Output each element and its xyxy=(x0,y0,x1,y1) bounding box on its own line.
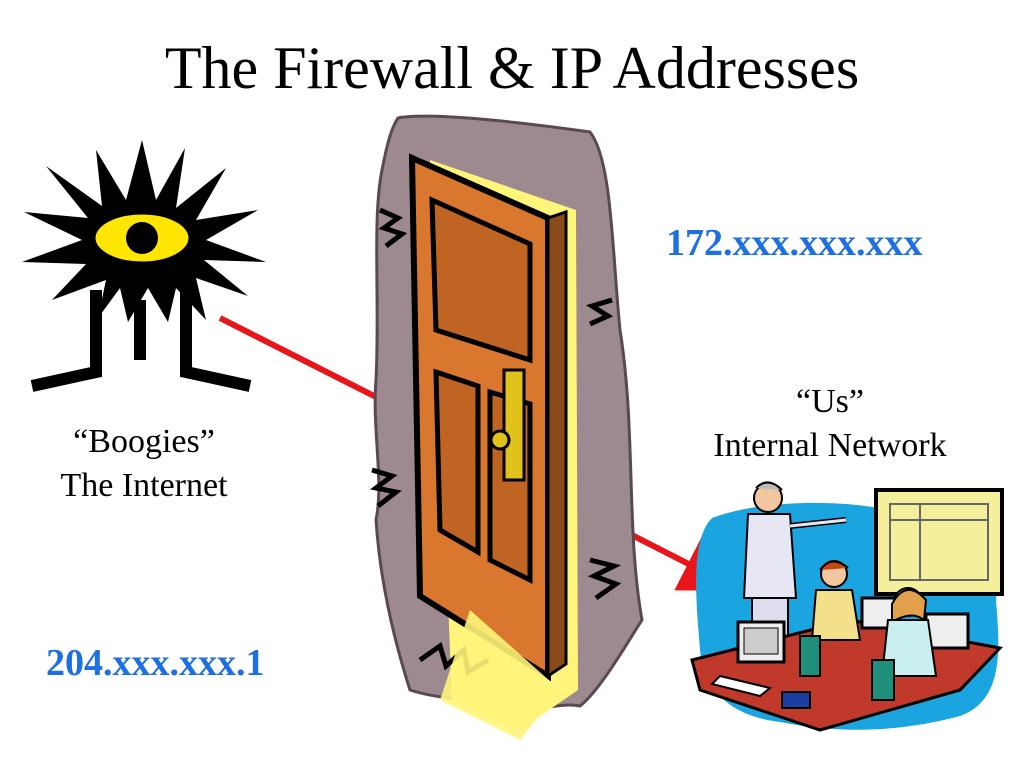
internet-label-line2: The Internet xyxy=(60,467,228,504)
internet-ip-address: 204.xxx.xxx.1 xyxy=(46,642,265,684)
internal-ip-address: 172.xxx.xxx.xxx xyxy=(666,222,923,264)
internal-label-line2: Internal Network xyxy=(713,427,947,464)
office-workers-icon xyxy=(690,481,1004,732)
internal-label-line1: “Us” xyxy=(796,383,864,420)
internet-label: “Boogies” The Internet xyxy=(30,420,258,508)
open-door-icon xyxy=(370,114,644,740)
internet-label-line1: “Boogies” xyxy=(73,423,215,460)
page-title: The Firewall & IP Addresses xyxy=(164,35,860,101)
connection-line xyxy=(218,315,380,401)
boogie-monster-icon xyxy=(22,140,266,392)
internal-network-label: “Us” Internal Network xyxy=(680,380,980,468)
